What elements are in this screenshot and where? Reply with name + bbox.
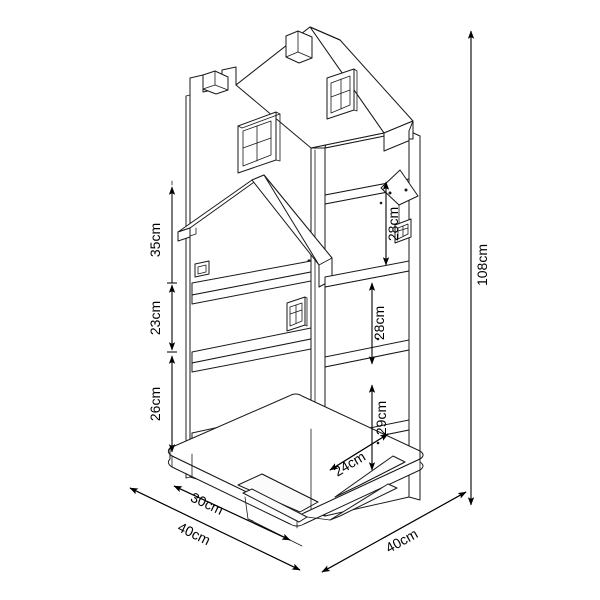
front-shelf-middle	[191, 327, 312, 373]
dim-label-26cm: 26cm	[147, 387, 163, 421]
divider-window	[286, 296, 308, 332]
dimension-35cm: 35cm	[147, 186, 177, 284]
right-outer-panel	[380, 120, 421, 501]
dimension-29cm: 29cm	[368, 384, 389, 471]
rear-gable-window	[326, 68, 358, 120]
rotating-base	[167, 393, 424, 547]
front-shelf-top	[191, 260, 312, 305]
furniture-assembly	[167, 26, 424, 547]
dim-label-30cm: 30cm	[188, 489, 226, 518]
dimension-23cm: 23cm	[147, 284, 177, 353]
dimension-26cm: 26cm	[147, 355, 176, 453]
dim-label-29cm: 29cm	[373, 401, 389, 435]
dim-label-40cm-left: 40cm	[175, 519, 213, 548]
dim-label-35cm: 35cm	[147, 223, 163, 257]
dimension-28cm-top: 28cm	[379, 181, 401, 266]
chimney-front	[202, 70, 229, 95]
dimension-28cm-middle: 28cm	[368, 282, 387, 365]
dim-label-108cm: 108cm	[474, 244, 490, 286]
inner-canopy-roof	[177, 174, 333, 288]
dim-label-28cm-middle: 28cm	[371, 306, 387, 340]
dim-label-23cm: 23cm	[147, 301, 163, 335]
dim-label-28cm-top: 28cm	[385, 207, 401, 241]
dim-label-40cm-right: 40cm	[383, 525, 421, 556]
chimney-rear	[285, 30, 313, 64]
front-gable-window	[237, 111, 281, 174]
dimension-108cm: 108cm	[467, 30, 490, 506]
